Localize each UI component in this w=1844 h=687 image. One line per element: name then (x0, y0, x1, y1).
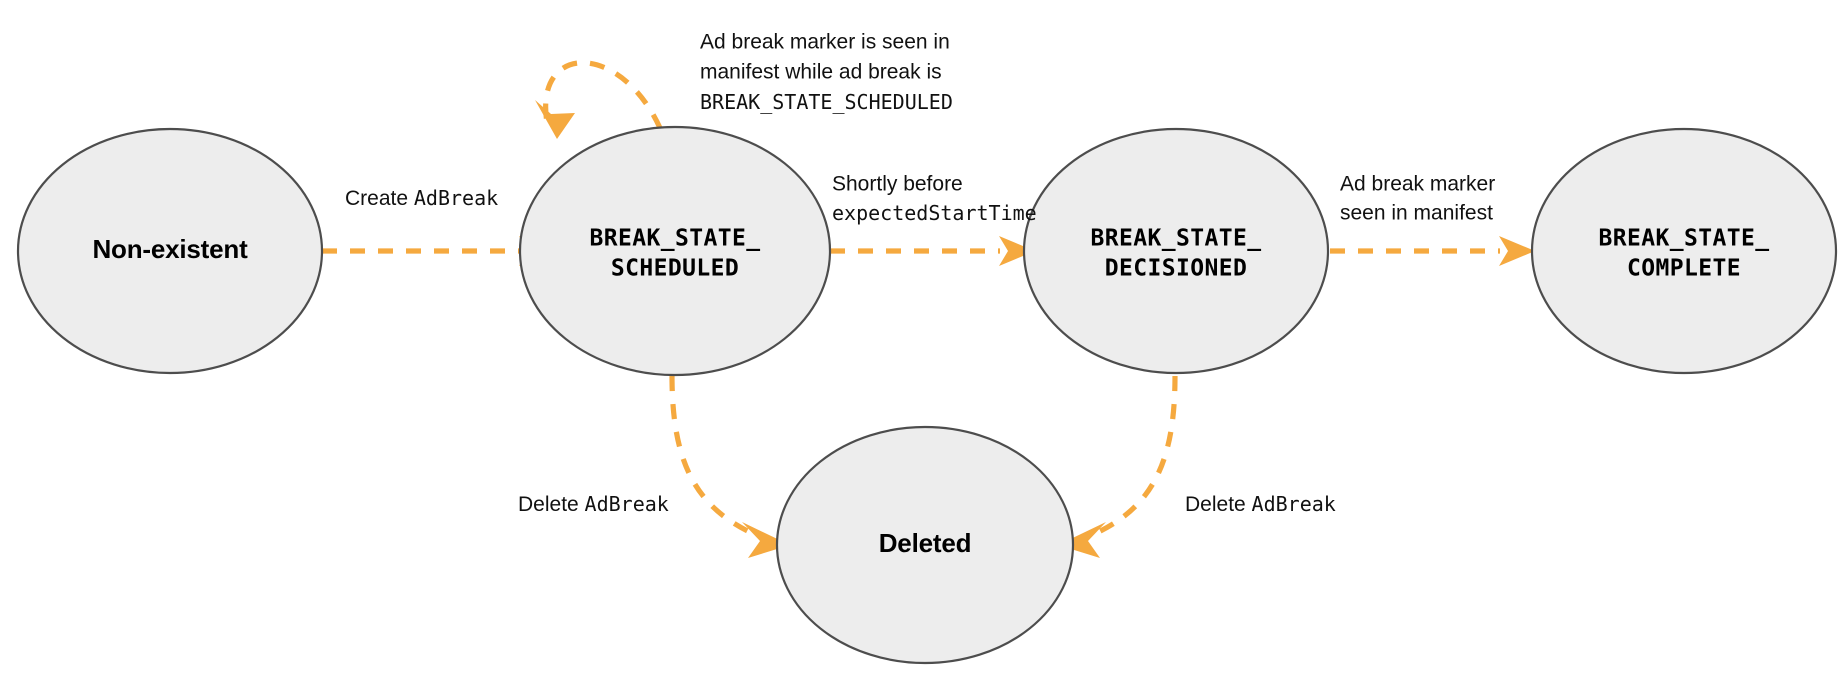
node-non-existent-shape[interactable] (16, 127, 324, 375)
edge-label-delete-from-decisioned-code: AdBreak (1252, 492, 1336, 516)
node-break-state-complete-label-line2: COMPLETE (1627, 256, 1741, 282)
edge-label-self-loop-line3: BREAK_STATE_SCHEDULED (700, 90, 953, 114)
edge-marker-seen-manifest (1330, 236, 1535, 266)
node-break-state-complete[interactable]: BREAK_STATE_ COMPLETE (1530, 127, 1838, 375)
edge-label-self-loop-line2: manifest while ad break is (700, 61, 942, 84)
edge-delete-from-scheduled-path (669, 375, 769, 543)
node-deleted[interactable]: Deleted (775, 425, 1075, 665)
edge-label-marker-seen-line1: Ad break marker (1340, 173, 1495, 196)
edge-label-shortly-before-line1: Shortly before (832, 173, 963, 196)
node-break-state-decisioned-label-line1: BREAK_STATE_ (1091, 226, 1262, 252)
edge-delete-from-decisioned-arrowhead (1058, 522, 1106, 558)
node-break-state-scheduled-label-line1: BREAK_STATE_ (590, 226, 761, 252)
edge-label-marker-seen-line2: seen in manifest (1340, 202, 1493, 225)
edge-label-delete-from-scheduled: Delete AdBreak (518, 492, 669, 516)
edge-label-shortly-before: Shortly before expectedStartTime (832, 173, 1037, 225)
edge-delete-from-decisioned (1058, 375, 1178, 558)
node-break-state-decisioned-shape[interactable] (1022, 127, 1330, 375)
edge-label-delete-from-decisioned: Delete AdBreak (1185, 492, 1336, 516)
edge-label-create-adbreak-code: AdBreak (414, 186, 498, 210)
node-deleted-shape[interactable] (775, 425, 1075, 665)
node-break-state-scheduled-shape[interactable] (518, 125, 832, 377)
edge-label-delete-from-scheduled-plain: Delete (518, 493, 585, 516)
edge-scheduled-self-loop-arrowhead (535, 100, 575, 139)
node-break-state-decisioned[interactable]: BREAK_STATE_ DECISIONED (1022, 127, 1330, 375)
node-non-existent-label: Non-existent (92, 234, 248, 264)
edge-scheduled-self-loop (535, 60, 663, 139)
edge-shortly-before-arrowhead (999, 236, 1035, 266)
edge-label-create-adbreak: Create AdBreak (345, 186, 498, 210)
edge-label-delete-from-scheduled-code: AdBreak (585, 492, 669, 516)
edge-label-marker-seen-manifest: Ad break marker seen in manifest (1340, 173, 1495, 225)
node-break-state-complete-shape[interactable] (1530, 127, 1838, 375)
edge-label-shortly-before-line2: expectedStartTime (832, 201, 1037, 225)
node-break-state-scheduled-label-line2: SCHEDULED (611, 256, 739, 282)
node-break-state-complete-label-line1: BREAK_STATE_ (1599, 226, 1770, 252)
edge-delete-from-scheduled-arrowhead (742, 522, 790, 558)
edge-marker-seen-manifest-arrowhead (1499, 236, 1535, 266)
edge-label-self-loop-line3-code: BREAK_STATE_SCHEDULED (700, 90, 953, 114)
node-break-state-scheduled[interactable]: BREAK_STATE_ SCHEDULED (518, 125, 832, 377)
edge-label-shortly-before-code: expectedStartTime (832, 201, 1037, 225)
edge-shortly-before (830, 236, 1035, 266)
edge-label-scheduled-self-loop: Ad break marker is seen in manifest whil… (700, 31, 953, 114)
node-break-state-decisioned-label-line2: DECISIONED (1105, 256, 1247, 282)
edge-label-delete-from-decisioned-plain: Delete (1185, 493, 1252, 516)
edge-label-create-adbreak-plain: Create (345, 187, 414, 210)
edge-delete-from-scheduled (669, 375, 790, 558)
node-non-existent[interactable]: Non-existent (16, 127, 324, 375)
edge-scheduled-self-loop-path (543, 60, 663, 130)
node-deleted-label: Deleted (879, 528, 972, 558)
edge-delete-from-decisioned-path (1079, 375, 1178, 543)
edge-label-self-loop-line1: Ad break marker is seen in (700, 31, 950, 54)
